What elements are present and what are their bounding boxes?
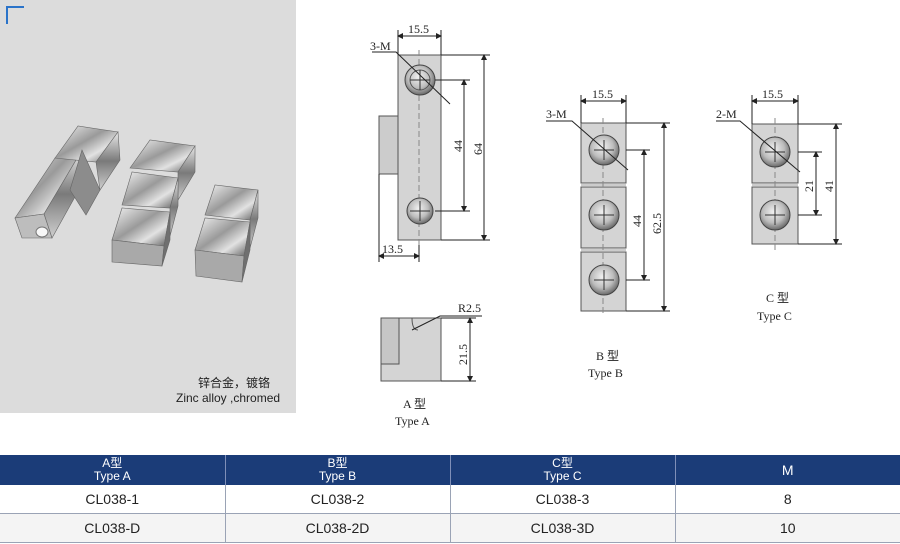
header-type-b-cn: B型 <box>327 456 348 470</box>
header-type-a: A型 Type A <box>0 455 226 485</box>
caption-en: Zinc alloy ,chromed <box>176 391 281 405</box>
type-b-dim-height: 62.5 <box>650 213 664 234</box>
corner-mark-icon <box>6 6 24 24</box>
model-spec-table: A型 Type A B型 Type B C型 Type C M CL038-1 … <box>0 455 900 543</box>
type-c-dim-pitch: 21 <box>802 180 816 192</box>
type-a-label-cn: A 型 <box>403 397 426 411</box>
hinge-type-c-image <box>194 184 259 283</box>
type-a-dim-holes: 3-M <box>370 39 391 53</box>
cell-thread-size: 10 <box>675 513 900 543</box>
type-a-side-view <box>380 315 482 382</box>
type-c-front-view <box>716 95 842 250</box>
type-b-label-en: Type B <box>588 366 623 380</box>
technical-drawings: 15.5 3-M 44 64 13.5 R2.5 21.5 A 型 Type A <box>370 22 842 428</box>
material-caption: 锌合金，镀铬 Zinc alloy ,chromed <box>176 376 280 406</box>
cell-thread-size: 8 <box>675 485 900 514</box>
type-b-dim-width: 15.5 <box>592 87 613 101</box>
header-m: M <box>781 461 794 478</box>
caption-cn: 锌合金，镀铬 <box>198 376 271 390</box>
type-c-dim-height: 41 <box>822 180 836 192</box>
header-type-b: B型 Type B <box>225 455 451 485</box>
cell-type-a-model: CL038-1 <box>0 485 226 514</box>
type-a-dim-radius: R2.5 <box>458 301 481 315</box>
cell-type-c-model: CL038-3 <box>450 485 676 514</box>
type-b-front-view <box>546 95 670 316</box>
cell-type-c-model: CL038-3D <box>450 513 676 543</box>
table-row: CL038-1 CL038-2 CL038-3 8 <box>0 485 900 514</box>
type-a-label-en: Type A <box>395 414 430 428</box>
header-type-c-en: Type C <box>543 469 582 483</box>
type-a-dim-pitch: 44 <box>451 140 465 152</box>
header-type-a-en: Type A <box>93 469 131 483</box>
type-a-dim-side: 21.5 <box>456 344 470 365</box>
header-type-a-cn: A型 <box>102 456 123 470</box>
type-c-label-en: Type C <box>757 309 792 323</box>
header-type-b-en: Type B <box>318 469 357 483</box>
type-a-dim-height: 64 <box>471 143 485 155</box>
type-c-label-cn: C 型 <box>766 291 789 305</box>
type-a-dim-width: 15.5 <box>408 22 429 36</box>
product-photo-panel: 锌合金，镀铬 Zinc alloy ,chromed <box>0 0 296 413</box>
header-type-c-cn: C型 <box>552 456 573 470</box>
header-thread-size: M <box>675 455 900 485</box>
cell-type-b-model: CL038-2 <box>225 485 451 514</box>
type-a-front-view <box>372 30 490 262</box>
cell-type-a-model: CL038-D <box>0 513 226 543</box>
type-c-dim-width: 15.5 <box>762 87 783 101</box>
cell-type-b-model: CL038-2D <box>225 513 451 543</box>
table-header-row: A型 Type A B型 Type B C型 Type C M <box>0 455 900 485</box>
hinge-type-a-image <box>14 125 121 239</box>
hinge-type-b-image <box>111 139 196 267</box>
type-b-dim-holes: 3-M <box>546 107 567 121</box>
header-type-c: C型 Type C <box>450 455 676 485</box>
type-a-dim-base: 13.5 <box>382 242 403 256</box>
type-b-dim-pitch: 44 <box>630 215 644 227</box>
type-b-label-cn: B 型 <box>596 349 619 363</box>
type-c-dim-holes: 2-M <box>716 107 737 121</box>
hinge-product-illustration <box>14 125 259 283</box>
table-row: CL038-D CL038-2D CL038-3D 10 <box>0 513 900 543</box>
